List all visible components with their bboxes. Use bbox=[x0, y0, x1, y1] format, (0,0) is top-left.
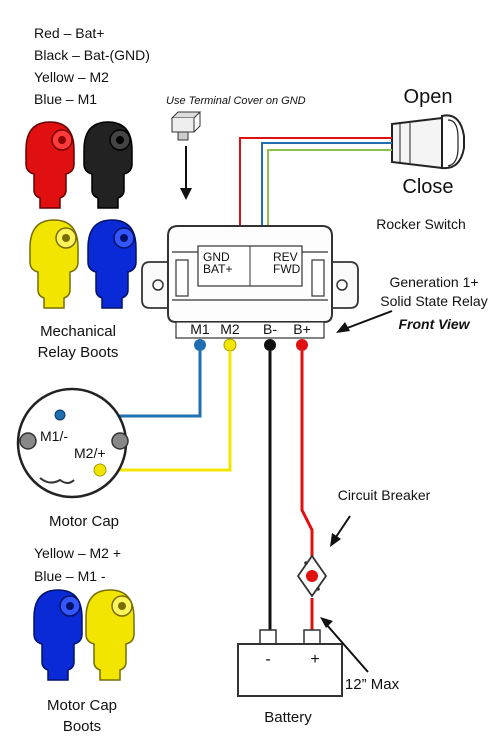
mechanical-boots-caption-2: Relay Boots bbox=[38, 344, 119, 361]
legend-red: Red – Bat+ bbox=[34, 25, 104, 41]
max-length-arrow bbox=[320, 617, 369, 673]
battery-minus-label: - bbox=[265, 651, 270, 668]
circuit-breaker-label: Circuit Breaker bbox=[338, 487, 431, 503]
battery-caption: Battery bbox=[264, 709, 312, 726]
legend-black: Black – Bat-(GND) bbox=[34, 47, 150, 63]
terminal-bminus-dot bbox=[264, 339, 276, 351]
terminal-bplus-dot bbox=[296, 339, 308, 351]
terminal-m2-label: M2 bbox=[220, 321, 240, 337]
relay-pointer-arrow bbox=[336, 310, 393, 333]
terminal-m2-dot bbox=[223, 338, 237, 352]
terminal-bplus-label: B+ bbox=[293, 321, 311, 337]
motor-cap-m2-label: M2/+ bbox=[74, 445, 106, 461]
relay-terminal-labels: M1 M2 B- B+ bbox=[190, 321, 310, 337]
terminal-cover-note: Use Terminal Cover on GND bbox=[166, 95, 306, 107]
motor-cap-m1-label: M1/- bbox=[40, 428, 68, 444]
boot-red-icon bbox=[25, 121, 75, 209]
battery-plus-label: + bbox=[310, 651, 319, 668]
terminal-m1-label: M1 bbox=[190, 321, 210, 337]
terminal-bminus-label: B- bbox=[263, 321, 277, 337]
max-length-label: 12” Max bbox=[345, 676, 400, 693]
mechanical-boots-caption-1: Mechanical bbox=[40, 323, 116, 340]
boot-yellow-icon bbox=[29, 219, 79, 309]
relay-title-1: Generation 1+ bbox=[389, 274, 478, 290]
color-legend-top: Red – Bat+ Black – Bat-(GND) Yellow – M2… bbox=[34, 25, 150, 107]
switch-open-label: Open bbox=[404, 86, 453, 108]
cap-boot-yellow-icon bbox=[85, 589, 135, 681]
motor-cap-m1-terminal bbox=[54, 409, 66, 421]
motor-cap-m2-terminal bbox=[93, 463, 107, 477]
motor-cap-boots-caption-2: Boots bbox=[63, 718, 101, 735]
mechanical-relay-boots bbox=[25, 121, 137, 309]
boot-black-icon bbox=[83, 121, 133, 209]
relay-gnd-label: GND bbox=[203, 250, 230, 264]
relay-view-label: Front View bbox=[398, 316, 470, 332]
motor-cap-boots bbox=[33, 589, 135, 681]
relay-bat-label: BAT+ bbox=[203, 262, 232, 276]
terminal-cover-arrow bbox=[180, 146, 192, 200]
rocker-switch-icon bbox=[391, 114, 465, 170]
cap-boot-blue-icon bbox=[33, 589, 83, 681]
terminal-m1-dot bbox=[194, 339, 206, 351]
legend-yellow: Yellow – M2 bbox=[34, 69, 109, 85]
legend-blue: Blue – M1 bbox=[34, 91, 97, 107]
circuit-breaker-arrow bbox=[330, 515, 351, 547]
rocker-switch-caption: Rocker Switch bbox=[376, 216, 465, 232]
solid-state-relay bbox=[141, 225, 359, 339]
wire-red-bplus bbox=[300, 351, 314, 556]
relay-title-2: Solid State Relay bbox=[380, 293, 487, 309]
boot-blue-icon bbox=[87, 219, 137, 309]
relay-output-wires bbox=[66, 351, 314, 630]
motor-cap-boots-caption-1: Motor Cap bbox=[47, 697, 117, 714]
motor-cap bbox=[16, 387, 129, 499]
relay-fwd-label: FWD bbox=[273, 262, 301, 276]
motor-cap-caption: Motor Cap bbox=[49, 513, 119, 530]
relay-rev-label: REV bbox=[273, 250, 298, 264]
terminal-cover-icon bbox=[170, 111, 202, 141]
switch-close-label: Close bbox=[402, 176, 453, 198]
battery-icon bbox=[237, 629, 343, 697]
wire-yellow-m2 bbox=[104, 351, 232, 472]
legend-bottom-yellow: Yellow – M2 + bbox=[34, 545, 121, 561]
legend-bottom-blue: Blue – M1 - bbox=[34, 568, 106, 584]
circuit-breaker-icon bbox=[296, 554, 328, 598]
